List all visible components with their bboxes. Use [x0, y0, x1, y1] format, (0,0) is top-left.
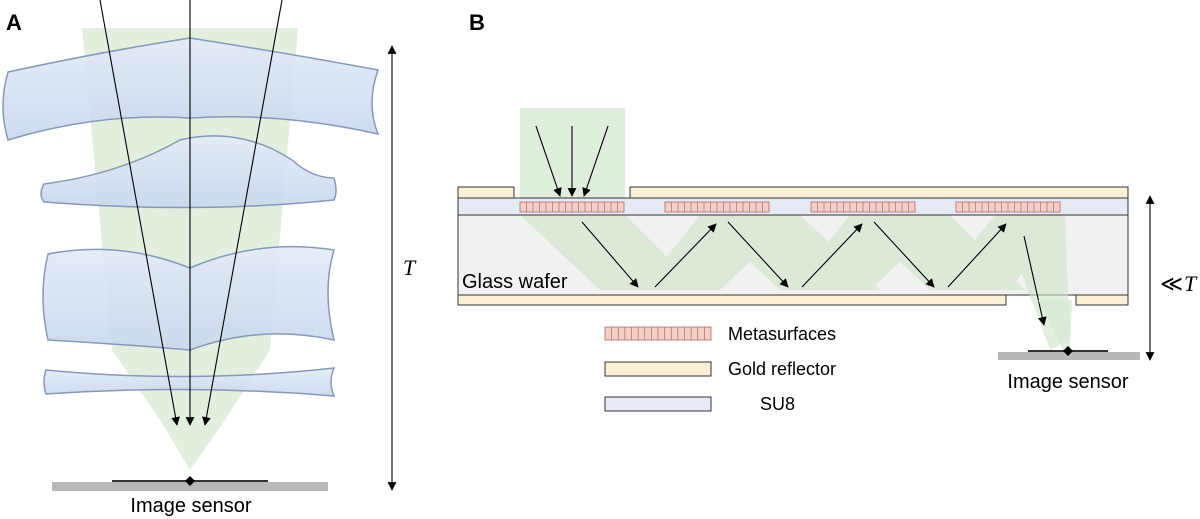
- sensor-label-b: Image sensor: [1007, 371, 1129, 393]
- gold-reflector-top-left: [457, 186, 515, 199]
- gold-reflector-bottom-right: [1075, 294, 1129, 306]
- ray-in-left: [535, 125, 562, 197]
- legend-label-su8: SU8: [760, 394, 795, 414]
- ray-right: [202, 0, 283, 426]
- lens-2: [40, 135, 337, 209]
- zigzag-rays: [581, 221, 1047, 326]
- image-sensor-b: [998, 352, 1140, 360]
- metasurfaces-group: [519, 201, 1061, 213]
- focal-point-b: [1063, 346, 1073, 356]
- lens-4: [43, 367, 336, 397]
- image-sensor-a: [52, 482, 328, 491]
- panel-b: B: [457, 10, 1198, 414]
- gold-reflector-bottom-left: [457, 294, 1007, 306]
- panel-a-label: A: [6, 10, 22, 35]
- thickness-label-b: T: [1184, 271, 1198, 296]
- glass-wafer-label: Glass wafer: [462, 271, 568, 293]
- lens-3: [42, 245, 336, 351]
- beam-path-b: [520, 215, 1070, 350]
- focal-point-a: [185, 476, 195, 486]
- thickness-label-a: T: [403, 255, 417, 280]
- sensor-label-a: Image sensor: [130, 495, 252, 517]
- ray-in-right: [582, 125, 609, 197]
- legend-swatch-su8: [604, 396, 712, 412]
- panel-a: A Image sensor T: [2, 0, 417, 517]
- legend-label-gold: Gold reflector: [728, 359, 836, 379]
- exit-beam: [1038, 300, 1072, 352]
- legend: Metasurfaces Gold reflector SU8: [604, 324, 836, 414]
- panel-b-label: B: [469, 10, 485, 35]
- ray-left: [99, 0, 180, 426]
- much-less-symbol: ≪: [1160, 271, 1183, 296]
- legend-swatch-gold: [604, 361, 712, 377]
- gold-reflector-top-right: [629, 186, 1129, 199]
- legend-label-metasurfaces: Metasurfaces: [728, 324, 836, 344]
